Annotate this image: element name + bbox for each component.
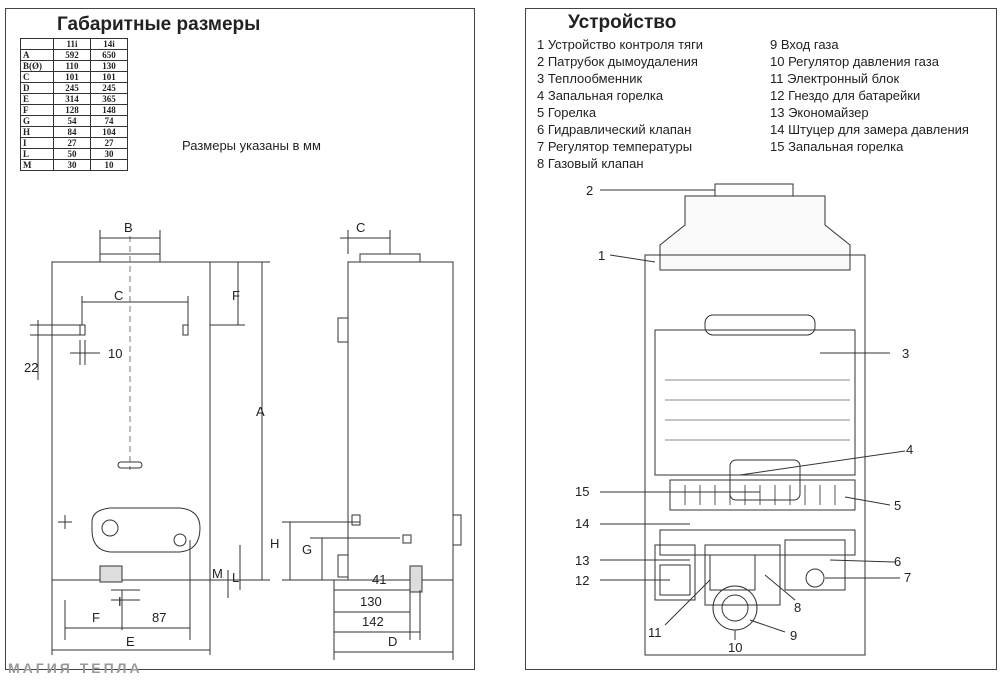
hydraulic-valve: [784, 539, 846, 591]
gas-inlet-side: [409, 565, 423, 593]
callout-3: 3: [902, 346, 909, 361]
legend-item: 14 Штуцер для замера давления: [770, 122, 969, 137]
legend-item: 11 Электронный блок: [770, 71, 900, 86]
legend-item: 7 Регулятор температуры: [537, 139, 693, 154]
callout-13: 13: [575, 553, 589, 568]
watermark-logo: МАГИЯ ТЕПЛА: [8, 660, 143, 676]
side-bracket-bottom: [337, 554, 349, 578]
label-g: G: [302, 542, 312, 557]
temperature-regulator: [805, 568, 825, 588]
table-cell: 10: [90, 159, 128, 171]
control-knob-right: [173, 533, 187, 547]
legend-item: 15 Запальная горелка: [770, 139, 904, 154]
legend-item: 8 Газовый клапан: [537, 156, 644, 171]
label-87: 87: [152, 610, 166, 625]
legend-item: 2 Патрубок дымоудаления: [537, 54, 698, 69]
table-cell: 30: [53, 159, 91, 171]
label-b: B: [124, 220, 133, 235]
legend-item: 13 Экономайзер: [770, 105, 869, 120]
callout-11: 11: [648, 625, 662, 640]
pilot-burner: [729, 459, 801, 501]
control-knob-left: [101, 519, 119, 537]
side-knob: [452, 514, 462, 546]
label-130: 130: [360, 594, 382, 609]
label-f-bottom: F: [92, 610, 100, 625]
legend-item: 1 Устройство контроля тяги: [537, 37, 704, 52]
side-bracket-top: [337, 317, 349, 343]
label-l: L: [232, 570, 239, 585]
legend-item: 3 Теплообменник: [537, 71, 643, 86]
callout-8: 8: [794, 600, 801, 615]
callout-2: 2: [586, 183, 593, 198]
label-m: M: [212, 566, 223, 581]
label-e: E: [126, 634, 135, 649]
callout-1: 1: [598, 248, 605, 263]
label-i: I: [118, 594, 122, 609]
legend-item: 4 Запальная горелка: [537, 88, 664, 103]
gas-inlet-inner: [721, 594, 749, 622]
side-fitting-lower: [402, 534, 412, 544]
legend-item: 9 Вход газа: [770, 37, 839, 52]
display-window: [117, 461, 143, 469]
callout-9: 9: [790, 628, 797, 643]
legend-item: 5 Горелка: [537, 105, 597, 120]
heat-exchanger: [654, 329, 856, 476]
heater-frame: [644, 254, 866, 656]
label-f-right: F: [232, 288, 240, 303]
label-c-side: C: [356, 220, 365, 235]
electronic-unit: [709, 554, 756, 591]
flue-outlet-side: [359, 253, 421, 263]
label-41: 41: [372, 572, 386, 587]
legend-right: 9 Вход газа 10 Регулятор давления газа 11 …: [770, 36, 969, 155]
units-note: Размеры указаны в мм: [182, 138, 321, 153]
legend-item: 6 Гидравлический клапан: [537, 122, 692, 137]
legend-left: 1 Устройство контроля тяги 2 Патрубок дым…: [537, 36, 703, 172]
burner: [669, 479, 856, 511]
legend-item: 12 Гнездо для батарейки: [770, 88, 921, 103]
label-10: 10: [108, 346, 122, 361]
callout-12: 12: [575, 573, 589, 588]
control-panel-outline: [91, 507, 201, 553]
economizer-box: [654, 544, 696, 601]
callout-4: 4: [906, 442, 913, 457]
legend-item: 10 Регулятор давления газа: [770, 54, 939, 69]
callout-6: 6: [894, 554, 901, 569]
device-panel: [525, 8, 997, 670]
label-d: D: [388, 634, 397, 649]
callout-5: 5: [894, 498, 901, 513]
label-142: 142: [362, 614, 384, 629]
callout-15: 15: [575, 484, 589, 499]
gas-inlet-front: [99, 565, 123, 583]
callout-14: 14: [575, 516, 589, 531]
callout-10: 10: [728, 640, 742, 655]
draft-hood: [659, 195, 851, 271]
label-a: A: [256, 404, 265, 419]
gas-valve-block: [704, 544, 781, 606]
manifold: [659, 529, 856, 556]
dimensions-title: Габаритные размеры: [57, 14, 261, 35]
label-h: H: [270, 536, 279, 551]
heater-side-body: [347, 261, 454, 581]
exchanger-top-pipe: [704, 314, 816, 336]
label-c-front: C: [114, 288, 123, 303]
mount-hole-right: [182, 324, 189, 336]
heater-front-body: [51, 261, 211, 581]
exchanger-fins: [665, 379, 850, 441]
label-22: 22: [24, 360, 38, 375]
device-title: Устройство: [568, 12, 677, 33]
callout-7: 7: [904, 570, 911, 585]
side-fitting-upper: [351, 514, 361, 526]
dimensions-panel: [5, 8, 475, 670]
